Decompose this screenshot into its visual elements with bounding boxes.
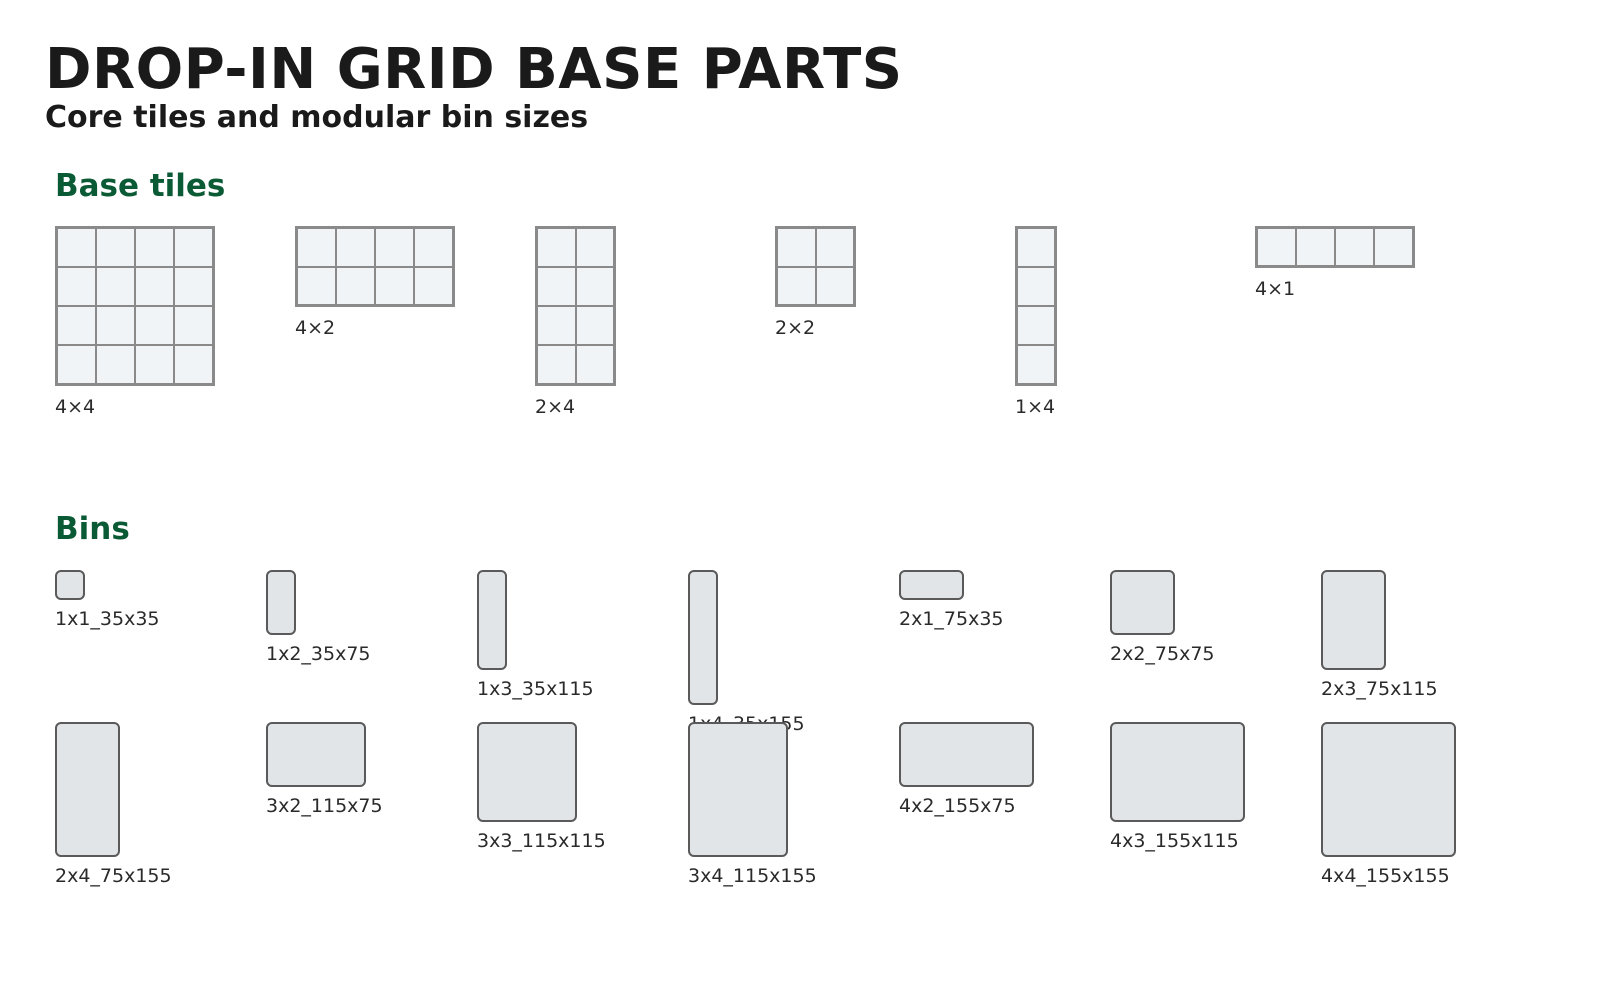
base-tile (535, 226, 616, 386)
bin (1321, 722, 1456, 857)
bin-label: 2x2_75x75 (1110, 643, 1215, 665)
bin (477, 722, 577, 822)
bin (1110, 570, 1175, 635)
tile-cell (376, 229, 413, 266)
tile-cell (58, 307, 95, 344)
tile-cell (175, 346, 212, 383)
tile-cell (175, 307, 212, 344)
tile-label: 1×4 (1015, 396, 1056, 418)
page-title: DROP-IN GRID BASE PARTS (45, 37, 903, 102)
base-tile (295, 226, 455, 307)
tile-label: 2×2 (775, 317, 816, 339)
tile-cell (538, 346, 575, 383)
bin (266, 570, 296, 635)
bin-label: 3x3_115x115 (477, 830, 606, 852)
tile-cell (576, 229, 613, 266)
tile-cell (337, 267, 374, 304)
tile-cell (136, 307, 173, 344)
tile-cell (97, 229, 134, 266)
bin (266, 722, 366, 787)
tile-cell (376, 267, 413, 304)
tile-cell (1297, 229, 1334, 265)
tile-cell (97, 268, 134, 305)
tile-label: 2×4 (535, 396, 576, 418)
bin-label: 1x3_35x115 (477, 678, 594, 700)
tile-cell (538, 307, 575, 344)
tile-cell (576, 346, 613, 383)
bin (55, 570, 85, 600)
tile-cell (778, 229, 815, 266)
tile-cell (538, 229, 575, 266)
bin (899, 722, 1034, 787)
page-subtitle: Core tiles and modular bin sizes (45, 100, 589, 135)
tile-cell (1336, 229, 1373, 265)
base-tile (1015, 226, 1057, 386)
tile-cell (298, 229, 335, 266)
tile-cell (97, 346, 134, 383)
tile-cell (337, 229, 374, 266)
tile-cell (58, 229, 95, 266)
tile-cell (1018, 268, 1054, 305)
tile-cell (97, 307, 134, 344)
bin (1321, 570, 1386, 670)
bin-label: 4x3_155x115 (1110, 830, 1239, 852)
bin-label: 2x4_75x155 (55, 865, 172, 887)
bin (688, 570, 718, 705)
tile-cell (1018, 307, 1054, 344)
tile-cell (538, 268, 575, 305)
bin-label: 2x1_75x35 (899, 608, 1004, 630)
tile-cell (175, 229, 212, 266)
tile-label: 4×4 (55, 396, 96, 418)
tile-cell (175, 268, 212, 305)
bin (688, 722, 788, 857)
bin (899, 570, 964, 600)
section-heading-base-tiles: Base tiles (55, 168, 226, 204)
tile-cell (576, 307, 613, 344)
bin (1110, 722, 1245, 822)
base-tile (55, 226, 215, 386)
bin-label: 2x3_75x115 (1321, 678, 1438, 700)
base-tile (775, 226, 856, 307)
tile-cell (816, 267, 853, 304)
tile-cell (816, 229, 853, 266)
tile-label: 4×2 (295, 317, 336, 339)
tile-cell (1258, 229, 1295, 265)
tile-cell (415, 229, 452, 266)
tile-label: 4×1 (1255, 277, 1296, 300)
section-heading-bins: Bins (55, 511, 130, 547)
tile-cell (298, 267, 335, 304)
tile-cell (136, 229, 173, 266)
tile-cell (576, 268, 613, 305)
bin-label: 3x4_115x155 (688, 865, 817, 887)
tile-cell (136, 346, 173, 383)
tile-cell (58, 268, 95, 305)
bin-label: 4x2_155x75 (899, 795, 1016, 817)
base-tile (1255, 226, 1415, 268)
bin-label: 1x2_35x75 (266, 643, 371, 665)
bin-label: 1x1_35x35 (55, 608, 160, 630)
tile-cell (58, 346, 95, 383)
tile-cell (778, 267, 815, 304)
tile-cell (1018, 229, 1054, 266)
tile-cell (1018, 346, 1054, 383)
tile-cell (1375, 229, 1412, 265)
tile-cell (136, 268, 173, 305)
bin (55, 722, 120, 857)
bin-label: 3x2_115x75 (266, 795, 383, 817)
bin-label: 4x4_155x155 (1321, 865, 1450, 887)
bin (477, 570, 507, 670)
tile-cell (415, 267, 452, 304)
